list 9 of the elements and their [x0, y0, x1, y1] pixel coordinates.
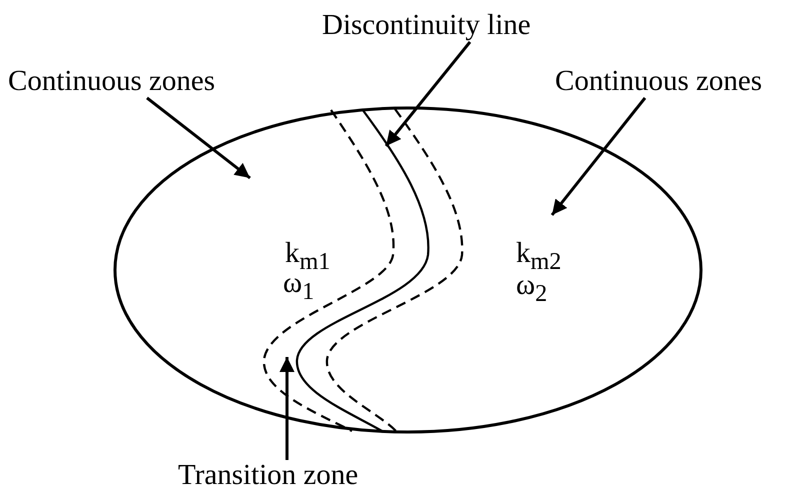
- leader-arrow: [280, 357, 294, 460]
- callout-text: Continuous zones: [8, 66, 216, 98]
- callout-text: Continuous zones: [555, 66, 762, 98]
- leader-arrow: [550, 96, 646, 216]
- leader-arrow: [146, 96, 251, 180]
- callout-text: Transition zone: [178, 460, 358, 492]
- domain-ellipse: [114, 106, 702, 434]
- callout-text: Discontinuity line: [322, 10, 531, 42]
- leader-arrow: [384, 40, 472, 147]
